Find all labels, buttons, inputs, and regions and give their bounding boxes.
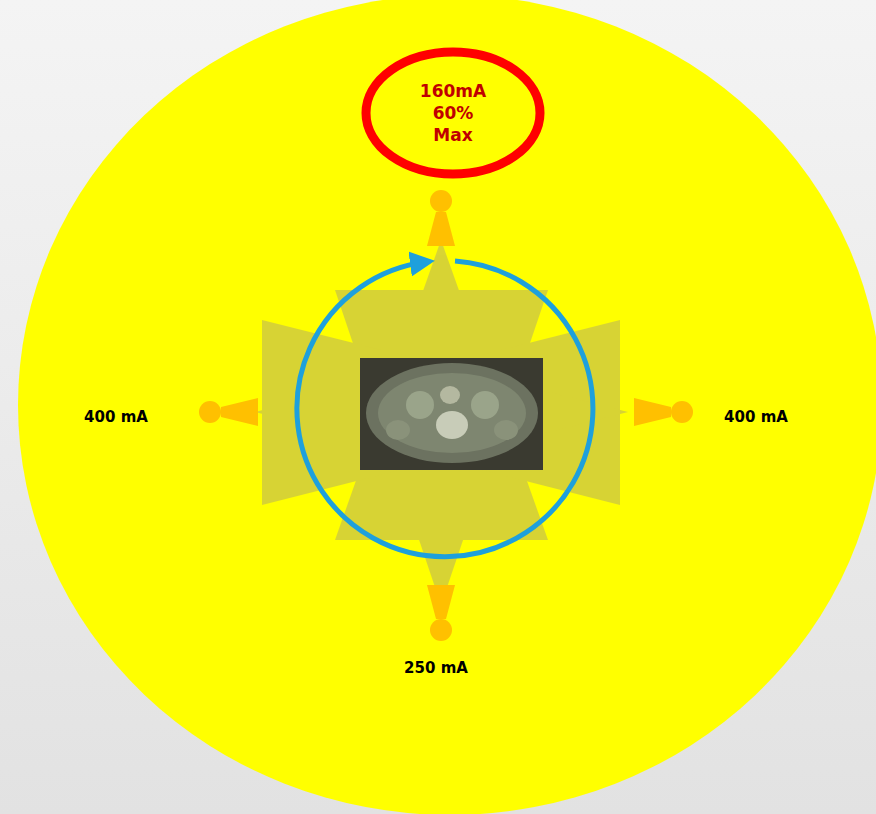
highlight-ring: 160mA 60% Max xyxy=(361,47,545,179)
gantry-disc xyxy=(18,0,876,814)
fan-beams xyxy=(255,240,628,605)
tube-current: 400 mA xyxy=(724,408,788,426)
tube-current: 400 mA xyxy=(84,408,148,426)
rotation-arrow xyxy=(297,261,593,557)
current-text: 160mA 60% Max xyxy=(411,80,495,146)
ct-slice xyxy=(360,358,543,470)
x-ray-tubes xyxy=(199,190,693,641)
tube-current: 250 mA xyxy=(404,659,468,677)
